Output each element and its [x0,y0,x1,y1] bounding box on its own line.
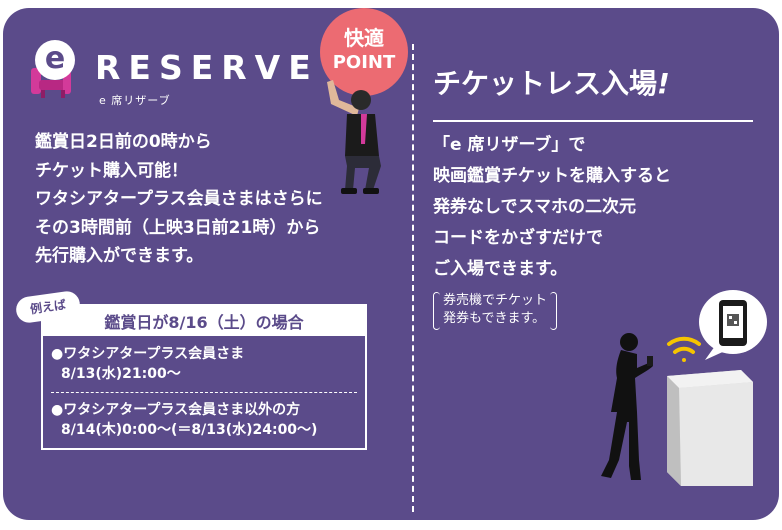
logo-mark: e [35,40,75,80]
panel-divider [412,44,414,512]
presale-line: チケット購入可能！ [35,160,188,181]
ticketless-title-text: チケットレス入場 [433,67,658,100]
ticketless-line: 映画鑑賞チケットを購入すると [433,166,671,186]
example-separator [51,392,357,393]
ticket-gate-scene [601,290,767,486]
title-underline [433,120,753,122]
comfort-point-badge: 快適 POINT [320,8,408,96]
presale-line: その3時間前（上映3日前21時）から [35,217,321,238]
example-box: 鑑賞日が8/16（土）の場合 ●ワタシアタープラス会員さま 8/13(水)21:… [41,304,367,450]
ticketless-line: ご入場できます。 [433,259,568,279]
seat-icon [31,68,71,98]
presale-line: ワタシアタープラス会員さまはさらに [35,189,323,209]
wifi-icon [667,336,701,362]
ticketless-description: 「e 席リザーブ」で 映画鑑賞チケットを購入すると 発券なしでスマホの二次元 コ… [433,130,671,285]
badge-line1: 快適 [344,26,384,50]
presale-description: 鑑賞日2日前の0時から チケット購入可能！ ワタシアタープラス会員さまはさらに … [35,128,395,271]
ticketless-title: チケットレス入場! [433,62,670,102]
brand-name: RESERVE [95,48,319,87]
presale-line: 先行購入ができます。 [35,246,204,266]
ticketless-line: 「e 席リザーブ」で [433,135,586,155]
example-title: 鑑賞日が8/16（土）の場合 [43,306,365,336]
ticket-gate-icon [667,370,753,486]
ticket-machine-note: 券売機でチケット 発券もできます。 [433,292,558,330]
example-others: ●ワタシアタープラス会員さま以外の方 8/14(木)0:00～(＝8/13(水)… [51,400,317,440]
presale-line: 鑑賞日2日前の0時から [35,132,212,152]
members-label: ●ワタシアタープラス会員さま [51,346,245,362]
badge-line2: POINT [332,52,396,73]
person-icon [327,80,381,194]
reserve-info-card: e RESERVE e 席リザーブ 快適 POINT 鑑賞日2日前の0時から チ… [3,8,779,520]
smartphone-qr-icon [699,290,767,360]
brand-subtitle: e 席リザーブ [99,94,171,107]
note-line: 券売機でチケット [443,293,548,308]
ticketless-line: コードをかざすだけで [433,228,603,248]
ticketless-title-mark: ! [657,67,670,100]
example-members: ●ワタシアタープラス会員さま 8/13(水)21:00～ [51,344,244,384]
others-label: ●ワタシアタープラス会員さま以外の方 [51,402,301,418]
members-time: 8/13(水)21:00～ [61,366,181,382]
ticketless-line: 発券なしでスマホの二次元 [433,197,636,217]
person-icon [601,333,653,480]
others-time: 8/14(木)0:00～(＝8/13(水)24:00～) [61,422,318,438]
note-line: 発券もできます。 [443,311,546,326]
